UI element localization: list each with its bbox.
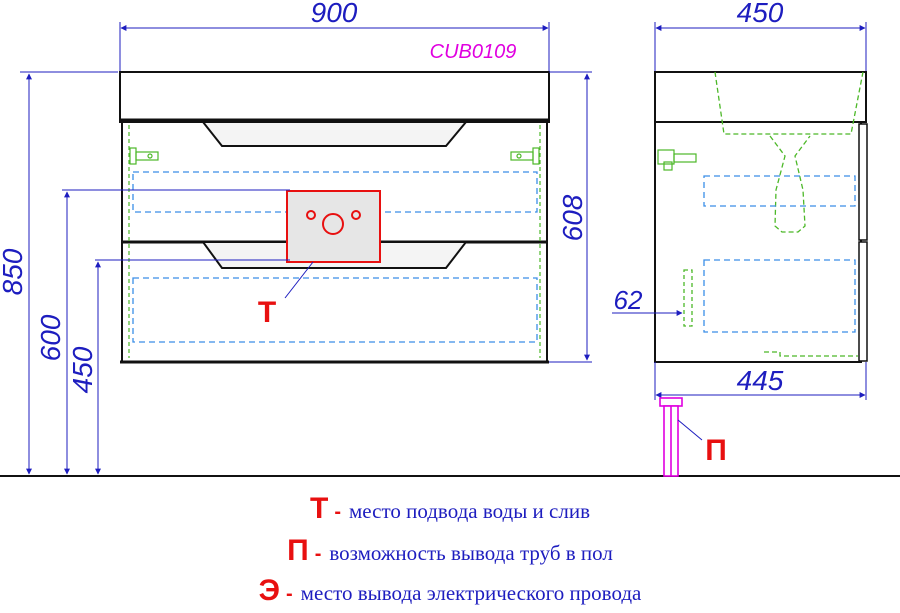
left-fastener-icon [129,147,159,165]
legend-text-floor: возможность вывода труб в пол [329,541,613,565]
side-view: 450 62 [612,0,868,477]
floor-pipe-icon [659,397,683,477]
side-fastener-icon [657,149,697,171]
side-depth-top-dimension [654,22,867,72]
side-upper-drawer-hidden-box [703,175,856,207]
legend-row-water: Т - место подвода воды и слив [0,492,900,526]
legend-text-electric: место вывода электрического провода [300,581,642,605]
floor-marker-label: П [705,434,727,467]
side-washbasin-top [654,71,867,123]
height-850-label: 850 [0,248,28,295]
cold-water-inlet-icon [306,210,316,220]
water-marker-label: Т [258,296,276,329]
front-view: 900 CUB0109 [0,0,592,475]
front-width-label: 900 [311,0,358,28]
legend-text-water: место подвода воды и слив [349,499,590,523]
electrical-outlet-slot [683,269,693,327]
side-front-panel-lower [858,241,868,362]
legend-letter-electric: Э [258,574,280,607]
drain-outlet-icon [322,213,344,235]
legend-dash-water: - [334,501,341,523]
upper-drawer-handle [200,121,469,147]
legend-letter-water: Т [310,492,329,525]
cabinet-side-hidden-lines [128,125,541,358]
legend-letter-floor: П [287,534,309,567]
water-marker-leader [284,261,314,299]
water-supply-zone [286,190,381,263]
legend-row-floor: П - возможность вывода труб в пол [0,534,900,568]
lower-drawer-hidden-box [132,277,538,343]
right-fastener-icon [510,147,540,165]
side-front-panel-upper [858,123,868,241]
basin-siphon-hidden-lines [714,71,864,357]
legend-row-electric: Э - место вывода электрического провода [0,574,900,608]
offset-62-label: 62 [614,285,643,315]
side-lower-drawer-hidden-box [703,259,856,333]
height-dimension-lines [20,71,592,475]
side-depth-bottom-label: 445 [737,365,784,396]
washbasin-top [119,71,550,123]
height-600-label: 600 [35,314,66,361]
legend-dash-electric: - [285,583,293,605]
side-depth-bottom-dimension [654,362,867,400]
height-450-label: 450 [67,346,98,393]
side-depth-top-label: 450 [737,0,784,28]
cabinet-height-608-label: 608 [557,194,588,241]
legend-dash-floor: - [314,543,322,565]
floor-marker-leader [677,419,703,441]
hot-water-inlet-icon [351,210,361,220]
front-width-dimension [119,22,550,72]
model-code: CUB0109 [430,41,517,63]
